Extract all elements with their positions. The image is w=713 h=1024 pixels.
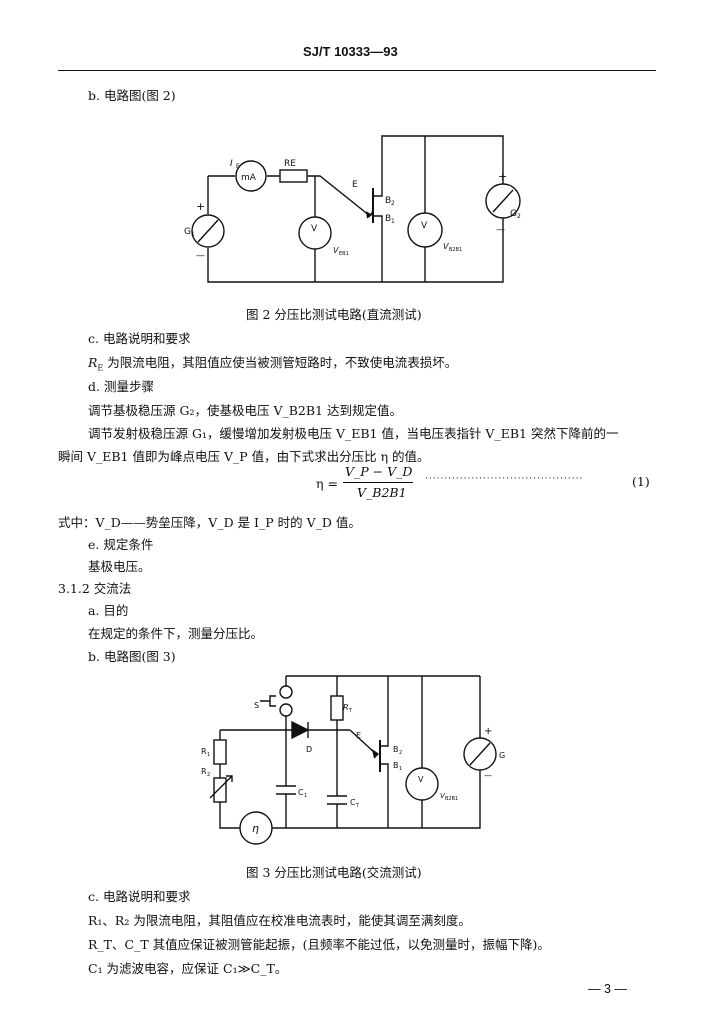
svg-text:R: R	[201, 747, 207, 756]
svg-text:B: B	[385, 214, 391, 224]
svg-text:G: G	[184, 227, 191, 237]
svg-text:C: C	[298, 788, 304, 797]
svg-text:—: —	[484, 771, 492, 780]
svg-text:η: η	[252, 822, 259, 835]
section-c2-paragraph-2: R_T、C_T 其值应保证被测管能起振，(且频率不能过低，以免测量时，振幅下降)…	[88, 937, 550, 952]
svg-text:RE: RE	[284, 159, 296, 169]
figure-3-caption: 图 3 分压比测试电路(交流测试)	[246, 865, 422, 880]
section-e-text: 基极电压。	[88, 559, 151, 574]
section-a-text: 在规定的条件下，测量分压比。	[88, 626, 264, 641]
svg-text:—: —	[496, 225, 505, 235]
svg-text:V: V	[418, 775, 424, 784]
formula-lhs: η =	[316, 476, 338, 491]
vb2b1-meter-icon	[405, 767, 439, 801]
svg-text:V: V	[443, 242, 449, 251]
svg-text:1: 1	[391, 218, 395, 225]
svg-text:EB1: EB1	[339, 251, 349, 257]
section-d-paragraph-2b: 瞬间 V_EB1 值即为峰点电压 V_P 值，由下式求出分压比 η 的值。	[58, 449, 430, 464]
svg-text:2: 2	[399, 750, 402, 756]
section-e-heading: e. 规定条件	[88, 537, 154, 552]
rt-resistor-icon	[330, 695, 344, 721]
svg-text:1: 1	[399, 766, 402, 772]
veb1-meter-icon	[298, 216, 332, 250]
svg-text:E: E	[352, 180, 358, 190]
svg-text:G: G	[510, 209, 517, 219]
svg-text:B2B1: B2B1	[445, 796, 458, 802]
section-c-text: RE 为限流电阻，其阻值应使当被测管短路时，不致使电流表损坏。	[88, 355, 458, 373]
svg-text:E: E	[236, 163, 240, 170]
svg-text:T: T	[348, 708, 353, 714]
section-c2-paragraph-3: C₁ 为滤波电容，应保证 C₁≫C_T。	[88, 961, 288, 976]
formula-numerator: V_P − V_D	[345, 464, 413, 479]
svg-text:1: 1	[304, 793, 307, 799]
section-b-fig2-heading: b. 电路图(图 2)	[88, 88, 176, 103]
svg-text:R: R	[201, 767, 207, 776]
figure-2-circuit: I E mA RE + — G 1 V V EB1 E B 2 B 1 V V …	[184, 135, 521, 283]
svg-text:G: G	[499, 751, 505, 760]
svg-text:C: C	[350, 798, 356, 807]
svg-text:2: 2	[517, 213, 521, 220]
svg-text:+: +	[484, 726, 492, 737]
g1-source-icon	[191, 214, 225, 248]
svg-text:+: +	[196, 200, 205, 213]
svg-text:B: B	[385, 196, 391, 206]
svg-text:D: D	[306, 745, 312, 754]
section-c2-paragraph-1: R₁、R₂ 为限流电阻，其阻值应在校准电流表时，能使其调至满刻度。	[88, 913, 471, 928]
figure-3-circuit: S R T E R 1 R 2 D B 2 B 1 C 1 C T V V B2…	[201, 675, 505, 845]
svg-text:B2B1: B2B1	[449, 247, 462, 253]
svg-text:V: V	[440, 792, 446, 800]
section-d-paragraph-2a: 调节发射极稳压源 G₁，缓慢增加发射极电压 V_EB1 值，当电压表指针 V_E…	[88, 426, 619, 441]
eta-meter-icon	[239, 811, 273, 845]
svg-text:+: +	[498, 170, 507, 183]
section-c2-heading: c. 电路说明和要求	[88, 889, 191, 904]
re-resistor-icon	[279, 169, 308, 183]
r2-resistor-icon	[213, 777, 227, 803]
page-number: — 3 —	[588, 982, 627, 996]
svg-text:1: 1	[191, 231, 195, 238]
svg-text:V: V	[421, 221, 428, 231]
figure-2-caption: 图 2 分压比测试电路(直流测试)	[246, 307, 422, 322]
svg-text:2: 2	[207, 772, 210, 778]
formula-number: (1)	[632, 474, 650, 489]
formula-leader-dots: ········································…	[425, 474, 584, 484]
svg-text:2: 2	[391, 200, 395, 207]
svg-text:I: I	[230, 159, 233, 169]
formula-denominator: V_B2B1	[357, 485, 407, 500]
svg-text:mA: mA	[241, 173, 257, 183]
svg-text:V: V	[333, 246, 339, 255]
ma-meter-icon	[235, 160, 267, 192]
svg-text:—: —	[196, 251, 205, 261]
svg-text:T: T	[355, 803, 360, 809]
svg-text:B: B	[393, 761, 399, 770]
svg-text:S: S	[254, 701, 259, 710]
section-b-fig3-heading: b. 电路图(图 3)	[88, 649, 176, 664]
g-source-icon	[463, 737, 497, 771]
vb2b1-meter-icon	[407, 212, 443, 248]
formula-where: 式中：V_D——势垒压降，V_D 是 I_P 时的 V_D 值。	[58, 515, 361, 530]
section-d-paragraph-1: 调节基极稳压源 G₂，使基极电压 V_B2B1 达到规定值。	[88, 403, 402, 418]
formula-fraction-bar	[343, 482, 413, 483]
section-d-heading: d. 测量步骤	[88, 379, 154, 394]
svg-text:E: E	[356, 731, 361, 740]
section-a-heading: a. 目的	[88, 603, 129, 618]
svg-text:R: R	[343, 703, 349, 712]
svg-text:V: V	[311, 224, 318, 234]
section-3-1-2-heading: 3.1.2 交流法	[58, 581, 132, 596]
section-c-heading: c. 电路说明和要求	[88, 331, 191, 346]
svg-text:1: 1	[207, 752, 210, 758]
r1-resistor-icon	[213, 739, 227, 765]
document-code: SJ/T 10333—93	[303, 44, 398, 59]
diode-d-icon	[291, 720, 310, 740]
svg-text:B: B	[393, 745, 399, 754]
g2-source-icon	[485, 183, 521, 219]
header-rule	[58, 70, 656, 72]
